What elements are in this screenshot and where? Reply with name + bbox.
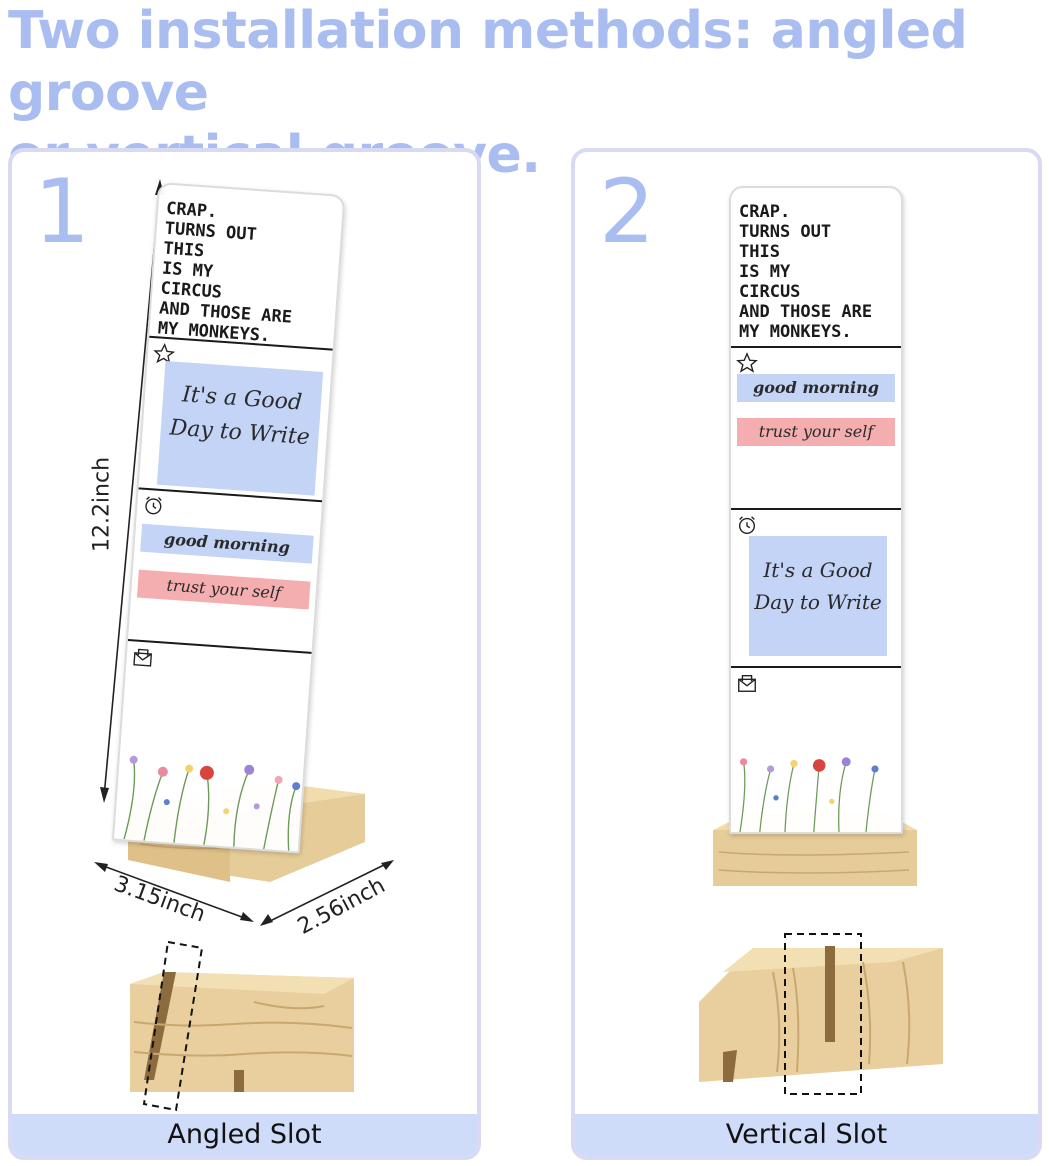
note-good-day: It's a Good Day to Write — [156, 360, 324, 496]
strip-good-morning: good morning — [737, 374, 895, 402]
sign-section-clock: good morning trust your self — [128, 487, 323, 652]
alarm-clock-icon — [145, 496, 162, 515]
note-good-day-text: It's a Good Day to Write — [754, 558, 882, 614]
wildflower-illustration — [739, 757, 879, 832]
wood-block-vertical-slot — [699, 933, 943, 1095]
sign-quote: CRAP. TURNS OUT THIS IS MY CIRCUS AND TH… — [157, 198, 293, 347]
step-number: 1 — [34, 160, 90, 263]
note-good-day: It's a Good Day to Write — [749, 536, 887, 656]
sign-section-star: good morning trust your self — [731, 346, 901, 508]
sign-section-envelope — [114, 639, 312, 852]
panel-angled-slot: 1 12.2inch CRAP. TURNS OUT THIS IS MY CI… — [8, 148, 481, 1160]
star-icon — [736, 352, 758, 373]
strip-trust-yourself: trust your self — [136, 569, 311, 610]
star-icon — [153, 342, 176, 365]
sign-quote: CRAP. TURNS OUT THIS IS MY CIRCUS AND TH… — [739, 202, 873, 342]
height-dimension-label: 12.2inch — [89, 456, 115, 553]
sign-section-clock: It's a Good Day to Write — [731, 508, 901, 666]
headline-line-1: Two installation methods: angled groove — [8, 1, 968, 123]
acrylic-sign-vertical: CRAP. TURNS OUT THIS IS MY CIRCUS AND TH… — [729, 186, 903, 834]
envelope-icon — [133, 648, 153, 667]
note-good-day-text: It's a Good Day to Write — [168, 382, 311, 451]
caption-vertical-slot: Vertical Slot — [575, 1114, 1038, 1156]
wildflower-illustration — [123, 755, 301, 851]
strip-good-morning: good morning — [140, 523, 314, 564]
panel-vertical-slot: 2 CRAP. TURNS OUT THIS IS MY CIRCUS AND … — [571, 148, 1042, 1160]
caption-angled-slot: Angled Slot — [12, 1114, 477, 1156]
sign-section-envelope — [731, 666, 901, 832]
wood-block-angled-slot — [130, 940, 354, 1112]
step-number: 2 — [599, 160, 655, 263]
base-dimension-arrows — [94, 860, 394, 926]
acrylic-sign-angled: CRAP. TURNS OUT THIS IS MY CIRCUS AND TH… — [111, 182, 346, 854]
strip-trust-yourself: trust your self — [737, 418, 895, 446]
alarm-clock-icon — [738, 516, 756, 534]
sign-section-star: It's a Good Day to Write — [138, 335, 333, 501]
envelope-icon — [738, 674, 756, 692]
